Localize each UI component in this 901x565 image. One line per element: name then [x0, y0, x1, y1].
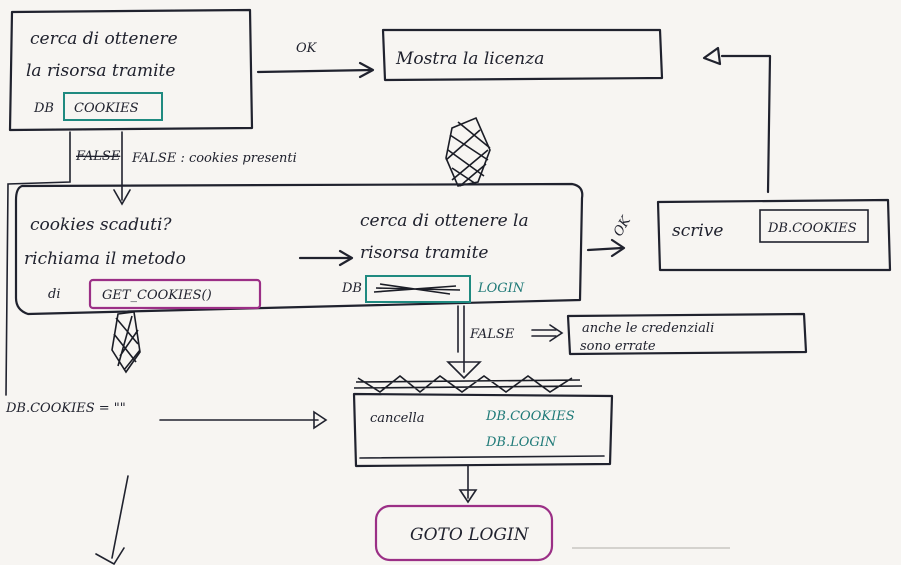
db-cookies-token-box — [759, 209, 869, 243]
cookies-expired-line2: richiama il metodo — [24, 249, 186, 269]
arrow-to-delete — [446, 305, 482, 380]
goto-login-box: GOTO LOGIN — [374, 504, 554, 562]
show-license-text: Mostra la licenza — [395, 49, 544, 69]
return-arrow-to-license — [702, 46, 772, 194]
request-cookies-box: cerca di ottenere la risorsa tramite DB … — [8, 8, 254, 132]
delete-item-login: DB.LOGIN — [485, 435, 557, 450]
scribble-left — [111, 311, 141, 374]
write-cookies-label: scrive — [672, 221, 723, 241]
stray-down-arrow — [95, 475, 129, 565]
cookies-token: COOKIES — [74, 101, 139, 116]
request-login-line1: cerca di ottenere la — [360, 211, 529, 231]
write-cookies-box: scrive DB.COOKIES — [656, 198, 892, 272]
scribble-delete-header — [353, 374, 583, 394]
cookies-expired-container: cookies scaduti? richiama il metodo di G… — [14, 182, 584, 316]
false-credentials: FALSE anche le credenziali sono errate — [457, 305, 808, 356]
cookies-expired-line1: cookies scaduti? — [30, 215, 172, 235]
cookies-token-box — [63, 92, 163, 121]
false-cookies-present: FALSE : cookies presenti — [131, 151, 297, 166]
delete-item-cookies: DB.COOKIES — [485, 409, 575, 424]
ok-arrow-right: OK — [586, 213, 635, 258]
cookies-expired-prefix: di — [48, 287, 60, 302]
request-login-prefix: DB — [341, 281, 362, 296]
request-login-line2: risorsa tramite — [360, 243, 488, 263]
get-cookies-method: GET_COOKIES() — [102, 288, 212, 303]
request-cookies-line2: la risorsa tramite — [26, 61, 175, 81]
ok-label-right: OK — [611, 213, 635, 239]
false-struck-label: FALSE — [75, 149, 121, 164]
login-token-box-struck — [365, 275, 471, 303]
arrow-to-goto — [458, 465, 478, 504]
get-cookies-method-box — [88, 278, 262, 310]
scribble-top — [445, 116, 491, 187]
ok-label-top: OK — [296, 41, 318, 56]
empty-cookies-text: DB.COOKIES = "" — [5, 401, 126, 416]
credentials-wrong-line2: sono errate — [580, 339, 656, 354]
false-branch: FALSE FALSE : cookies presenti — [5, 131, 297, 396]
request-cookies-prefix: DB — [33, 101, 54, 116]
delete-box: cancella DB.COOKIES DB.LOGIN — [352, 392, 614, 468]
request-cookies-line1: cerca di ottenere — [30, 29, 178, 49]
false-credentials-label: FALSE — [469, 327, 515, 342]
goto-login-text: GOTO LOGIN — [410, 525, 530, 545]
login-token: LOGIN — [477, 281, 525, 296]
credentials-wrong-line1: anche le credenziali — [582, 321, 714, 336]
show-license-box: Mostra la licenza — [381, 28, 664, 82]
empty-cookies-arrow: DB.COOKIES = "" — [5, 401, 328, 430]
ok-arrow-top: OK — [256, 41, 375, 79]
write-cookies-token: DB.COOKIES — [767, 221, 857, 236]
delete-label: cancella — [370, 411, 424, 426]
